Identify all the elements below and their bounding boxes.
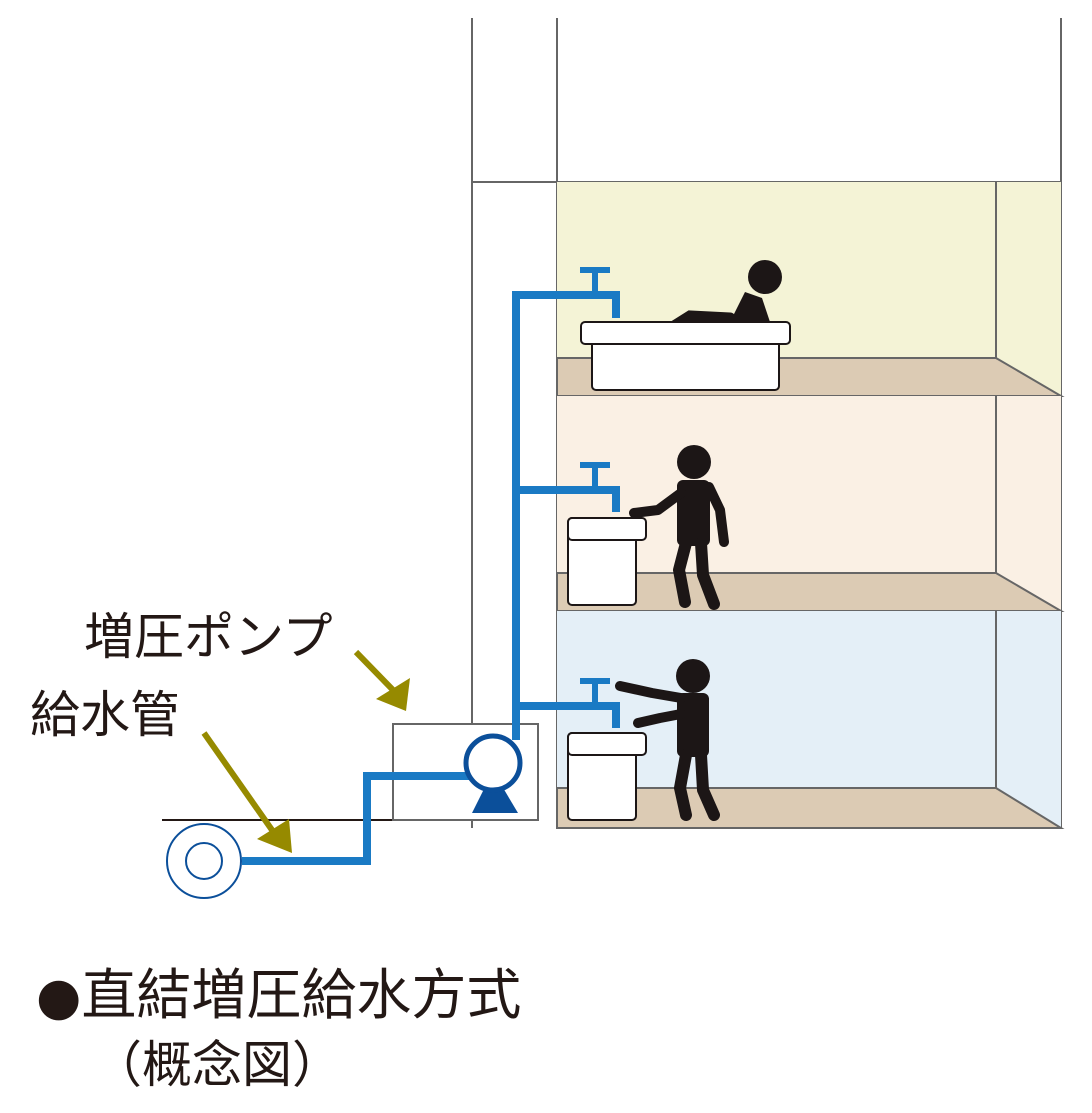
faucet-icon bbox=[580, 462, 610, 488]
faucet-icon bbox=[580, 267, 610, 293]
caption-title: ●直結増圧給水方式 bbox=[36, 968, 521, 1024]
branch-pipe-middle bbox=[516, 486, 620, 512]
pump-label: 増圧ポンプ bbox=[84, 608, 333, 666]
faucets bbox=[580, 267, 610, 704]
riser-pipe bbox=[512, 291, 620, 740]
sink-icon bbox=[567, 517, 647, 606]
bathtub-icon bbox=[580, 321, 791, 391]
caption-title-text: 直結増圧給水方式 bbox=[81, 963, 522, 1027]
pump-label-arrow bbox=[353, 649, 410, 711]
person-silhouette-icon bbox=[629, 445, 729, 610]
caption-subtitle: （概念図） bbox=[92, 1036, 342, 1094]
supply-pipe bbox=[242, 291, 620, 865]
sink-icon bbox=[567, 732, 647, 821]
supply-pipe-label: 給水管 bbox=[30, 686, 180, 744]
water-main-icon bbox=[166, 823, 242, 899]
person-silhouette-icon bbox=[615, 659, 720, 821]
pump-icon bbox=[463, 733, 523, 813]
faucet-icon bbox=[580, 678, 610, 704]
pump-body bbox=[463, 733, 523, 793]
floor-middle bbox=[556, 396, 1065, 612]
pipe-label-arrow bbox=[201, 731, 292, 853]
bullet-icon: ● bbox=[36, 967, 82, 1027]
supply-pipe-main bbox=[242, 772, 492, 865]
branch-pipe-bottom bbox=[516, 702, 620, 728]
person-silhouette-icon bbox=[668, 260, 782, 332]
